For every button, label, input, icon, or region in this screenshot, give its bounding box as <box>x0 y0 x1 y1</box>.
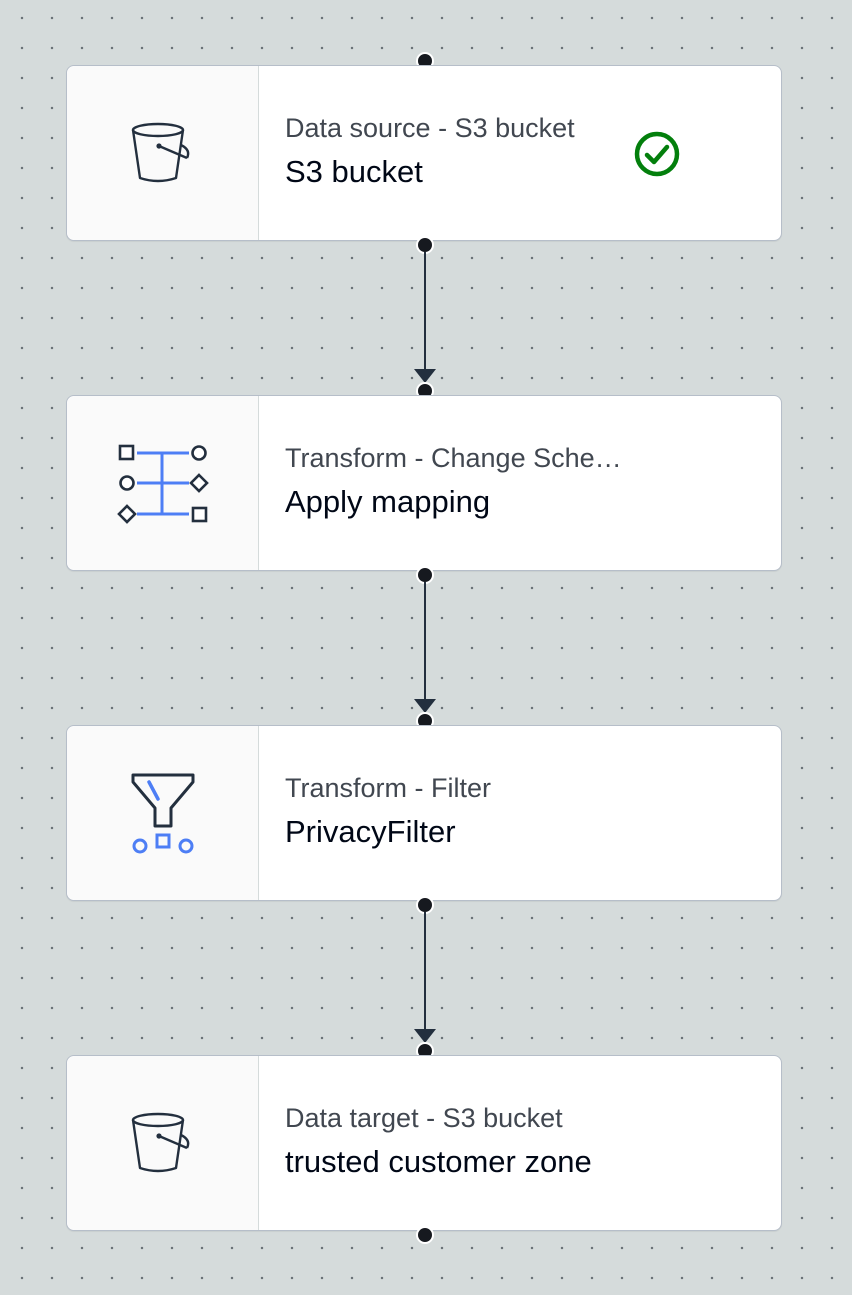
node-type-label: Data source - S3 bucket <box>285 113 575 143</box>
node-1-icon-cell <box>67 66 259 240</box>
edge-2-3-arrowhead <box>414 699 436 713</box>
node-3-body: Transform - Filter PrivacyFilter <box>259 726 781 900</box>
node-type-label: Transform - Change Sche… <box>285 443 622 473</box>
node-data-target-s3[interactable]: Data target - S3 bucket trusted customer… <box>66 1055 782 1231</box>
node-name: trusted customer zone <box>285 1144 592 1179</box>
edge-2-3[interactable] <box>424 582 426 700</box>
edge-1-2-arrowhead <box>414 369 436 383</box>
node-4-icon-cell <box>67 1056 259 1230</box>
node-4-output-port[interactable] <box>416 1226 434 1244</box>
node-data-source-s3[interactable]: Data source - S3 bucket S3 bucket <box>66 65 782 241</box>
node-name: S3 bucket <box>285 154 423 189</box>
node-1-body: Data source - S3 bucket S3 bucket <box>259 66 781 240</box>
node-type-label: Transform - Filter <box>285 773 492 803</box>
node-4-body: Data target - S3 bucket trusted customer… <box>259 1056 781 1230</box>
node-type-label: Data target - S3 bucket <box>285 1103 563 1133</box>
filter-funnel-icon <box>131 773 194 854</box>
node-name: Apply mapping <box>285 484 491 519</box>
edge-1-2[interactable] <box>424 252 426 370</box>
node-transform-apply-mapping[interactable]: Transform - Change Sche… Apply mapping <box>66 395 782 571</box>
apply-mapping-icon <box>116 444 209 524</box>
node-name: PrivacyFilter <box>285 814 456 849</box>
node-2-body: Transform - Change Sche… Apply mapping <box>259 396 781 570</box>
s3-bucket-icon <box>131 1112 189 1173</box>
check-circle-icon <box>634 131 680 177</box>
node-3-icon-cell <box>67 726 259 900</box>
edge-3-4-arrowhead <box>414 1029 436 1043</box>
node-2-icon-cell <box>67 396 259 570</box>
node-transform-filter[interactable]: Transform - Filter PrivacyFilter <box>66 725 782 901</box>
s3-bucket-icon <box>131 122 189 183</box>
edge-3-4[interactable] <box>424 912 426 1030</box>
